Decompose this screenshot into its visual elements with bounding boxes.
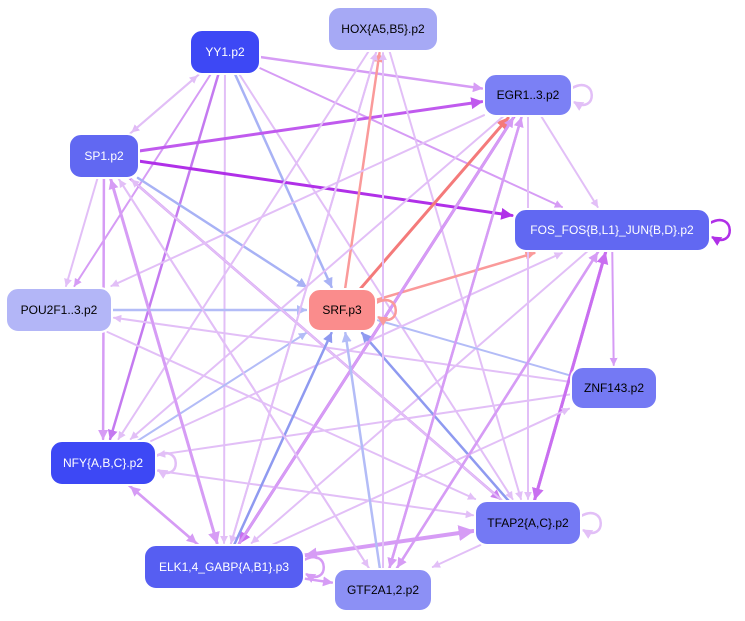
edge-znf-to-pou — [113, 314, 572, 383]
edge-sp1-to-pou — [64, 177, 99, 287]
edge-yy1-to-fos — [259, 67, 563, 208]
edge-tfap-to-srf — [360, 331, 511, 503]
node-box — [307, 288, 377, 332]
edge-gtf-to-fos — [395, 251, 599, 571]
node-box — [333, 568, 433, 612]
edge-sp1-to-egr — [137, 97, 484, 153]
edge-elk-to-tfap — [302, 525, 475, 558]
edge-tfap-to-gtf — [431, 544, 482, 568]
edge-pou-to-tfap — [106, 331, 477, 500]
node-label: NFY{A,B,C}.p2 — [63, 456, 143, 470]
self-loop-fos — [709, 219, 731, 246]
node-label: ZNF143.p2 — [584, 381, 644, 395]
node-label: HOX{A5,B5}.p2 — [341, 22, 425, 36]
node-label: SRF.p3 — [322, 303, 362, 317]
nodes-layer: HOX{A5,B5}.p2YY1.p2EGR1..3.p2SP1.p2FOS_F… — [5, 6, 711, 612]
node-box — [68, 133, 140, 179]
edge-fos-to-elk — [250, 250, 589, 544]
node-box — [570, 366, 658, 410]
edge-elk-to-sp1 — [108, 178, 219, 547]
edge-elk-to-znf — [270, 407, 570, 546]
self-loop-srf — [375, 299, 397, 326]
edge-nfy-to-fos — [150, 252, 563, 442]
node-box — [49, 440, 157, 486]
node-box — [483, 73, 573, 117]
node-pou[interactable]: POU2F1..3.p2 — [5, 287, 113, 333]
node-label: FOS_FOS{B,L1}_JUN{B,D}.p2 — [530, 223, 694, 237]
edge-srf-to-egr — [358, 116, 510, 291]
node-box — [189, 29, 261, 75]
edge-fos-to-znf — [609, 250, 618, 366]
self-loops-layer — [155, 84, 731, 583]
node-hox[interactable]: HOX{A5,B5}.p2 — [327, 6, 439, 52]
edge-yy1-to-srf — [233, 72, 333, 289]
edge-yy1-to-elk — [220, 73, 229, 544]
edge-tfap-to-fos — [532, 251, 609, 503]
edge-elk-to-hox — [229, 52, 378, 546]
edge-elk-to-srf — [232, 331, 333, 547]
edge-gtf-to-srf — [341, 331, 382, 571]
edge-hox-to-nfy — [117, 50, 370, 440]
node-label: TFAP2{A,C}.p2 — [487, 516, 569, 530]
edge-elk-to-egr — [236, 116, 515, 547]
edge-gtf-to-sp1 — [118, 179, 371, 570]
node-tfap[interactable]: TFAP2{A,C}.p2 — [474, 500, 582, 546]
self-loop-nfy — [155, 452, 177, 479]
self-loop-egr — [571, 84, 593, 111]
node-label: ELK1,4_GABP{A,B1}.p3 — [159, 560, 289, 574]
edge-yy1-to-nfy — [107, 72, 220, 441]
self-loop-tfap — [580, 512, 602, 539]
node-box — [513, 208, 711, 252]
node-znf[interactable]: ZNF143.p2 — [570, 366, 658, 410]
edge-egr-to-pou — [110, 114, 485, 287]
node-label: YY1.p2 — [205, 45, 245, 59]
edge-hox-to-tfap — [388, 50, 523, 500]
node-box — [327, 6, 439, 52]
node-label: POU2F1..3.p2 — [21, 303, 98, 317]
node-gtf[interactable]: GTF2A1,2.p2 — [333, 568, 433, 612]
node-yy1[interactable]: YY1.p2 — [189, 29, 261, 75]
edge-egr-to-fos — [540, 115, 599, 208]
node-label: EGR1..3.p2 — [497, 88, 560, 102]
edge-yy1-to-tfap — [238, 73, 514, 500]
edge-znf-to-srf — [377, 318, 572, 377]
node-srf[interactable]: SRF.p3 — [307, 288, 377, 332]
node-elk[interactable]: ELK1,4_GABP{A,B1}.p3 — [143, 544, 305, 590]
edge-tfap-to-sp1 — [130, 179, 504, 502]
edge-sp1-to-yy1 — [128, 75, 199, 135]
edge-elk-to-gtf — [302, 576, 334, 587]
node-fos[interactable]: FOS_FOS{B,L1}_JUN{B,D}.p2 — [513, 208, 711, 252]
self-loop-elk — [303, 556, 325, 583]
edge-sp1-to-srf — [136, 176, 308, 289]
edge-gtf-to-egr — [387, 116, 524, 571]
node-sp1[interactable]: SP1.p2 — [68, 133, 140, 179]
node-box — [5, 287, 113, 333]
node-box — [474, 500, 582, 546]
node-label: SP1.p2 — [84, 149, 124, 163]
node-label: GTF2A1,2.p2 — [347, 583, 419, 597]
edge-nfy-to-srf — [136, 332, 308, 442]
edge-nfy-to-tfap — [155, 469, 474, 519]
node-box — [143, 544, 305, 590]
edge-egr-to-nfy — [129, 115, 505, 440]
edge-elk-to-nfy — [129, 485, 200, 547]
node-egr[interactable]: EGR1..3.p2 — [483, 73, 573, 117]
node-nfy[interactable]: NFY{A,B,C}.p2 — [49, 440, 157, 486]
